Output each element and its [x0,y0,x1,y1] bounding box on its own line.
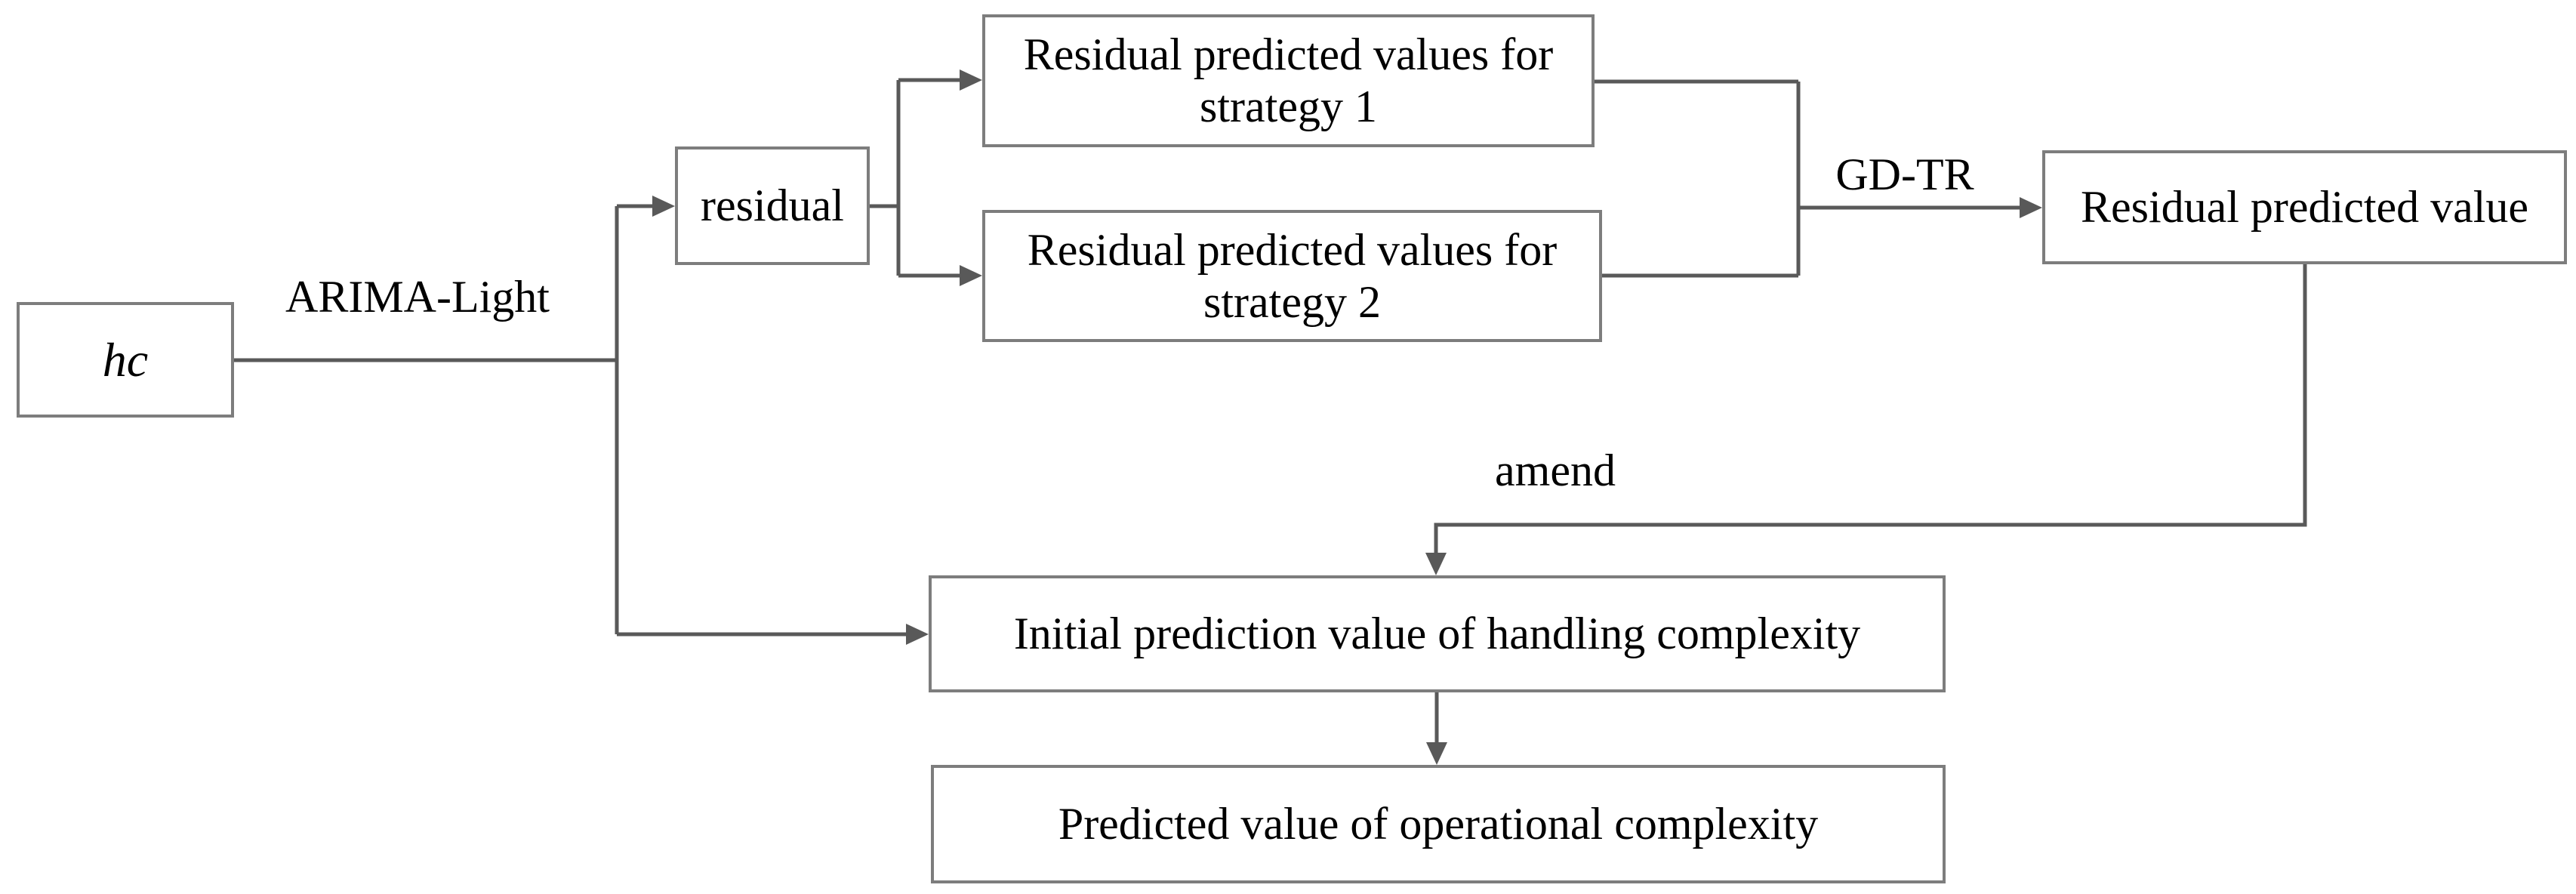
arrowhead-strategy1 [960,69,982,91]
node-residual-predicted-value: Residual predicted value [2042,150,2567,264]
node-predicted-value-label: Predicted value of operational complexit… [1058,799,1819,849]
arrowhead-residual-predicted-value [2020,197,2042,218]
arrowhead-amend-down [1425,553,1447,575]
node-hc: hc [17,302,234,418]
edge-label-gd-tr: GD-TR [1835,150,1974,199]
node-residual: residual [675,146,870,265]
node-residual-label: residual [701,180,844,230]
edge-amend [1434,264,2307,553]
node-residual-predicted-value-label: Residual predicted value [2080,182,2529,232]
arrowhead-initial-left [906,624,929,645]
arrowhead-predicted [1426,742,1447,765]
node-predicted-value: Predicted value of operational complexit… [931,765,1946,883]
node-residual-predicted-values-strategy-2: Residual predicted values for strategy 2 [982,210,1602,342]
node-strategy1-label-line2: strategy 1 [1200,82,1377,131]
node-initial-prediction-value-label: Initial prediction value of handling com… [1013,609,1861,658]
node-strategy2-label-line2: strategy 2 [1203,276,1381,327]
edge-label-arima-light: ARIMA-Light [285,272,550,322]
edge-label-amend: amend [1495,445,1616,495]
node-initial-prediction-value: Initial prediction value of handling com… [929,575,1946,692]
node-residual-predicted-values-strategy-1: Residual predicted values for strategy 1 [982,14,1595,147]
arrowhead-strategy2 [960,265,982,286]
arrowhead-residual [652,196,675,217]
node-strategy1-label: Residual predicted values for strategy 1 [1024,29,1553,133]
node-strategy1-label-line1: Residual predicted values for [1023,29,1554,79]
node-strategy2-label: Residual predicted values for strategy 2 [1028,224,1557,328]
node-hc-label: hc [102,332,149,387]
node-strategy2-label-line1: Residual predicted values for [1027,224,1558,275]
